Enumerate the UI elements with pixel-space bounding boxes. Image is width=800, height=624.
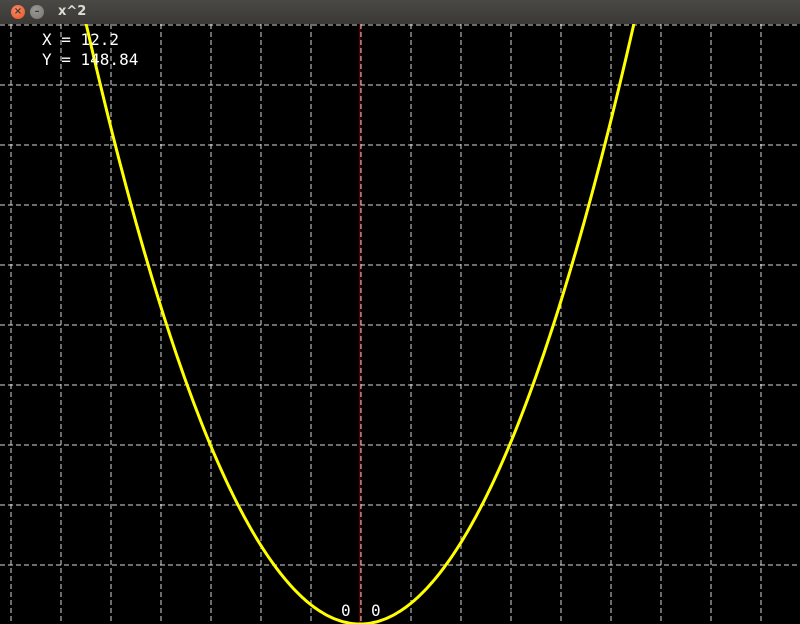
origin-y-label: 0 [371,601,381,620]
y-readout: Y = 148.84 [42,50,139,69]
title-bar: × – x^2 [0,0,800,25]
minimize-icon: – [34,6,40,17]
grid [0,24,800,624]
x-readout: X = 12.2 [42,30,120,49]
minimize-button[interactable]: – [30,5,44,19]
origin-x-label: 0 [341,601,351,620]
close-button[interactable]: × [11,5,25,19]
close-icon: × [13,6,23,17]
plot-background [0,24,800,624]
plot-canvas[interactable]: 0 0 [0,24,800,624]
function-curve [84,24,636,624]
window-title: x^2 [58,4,87,19]
